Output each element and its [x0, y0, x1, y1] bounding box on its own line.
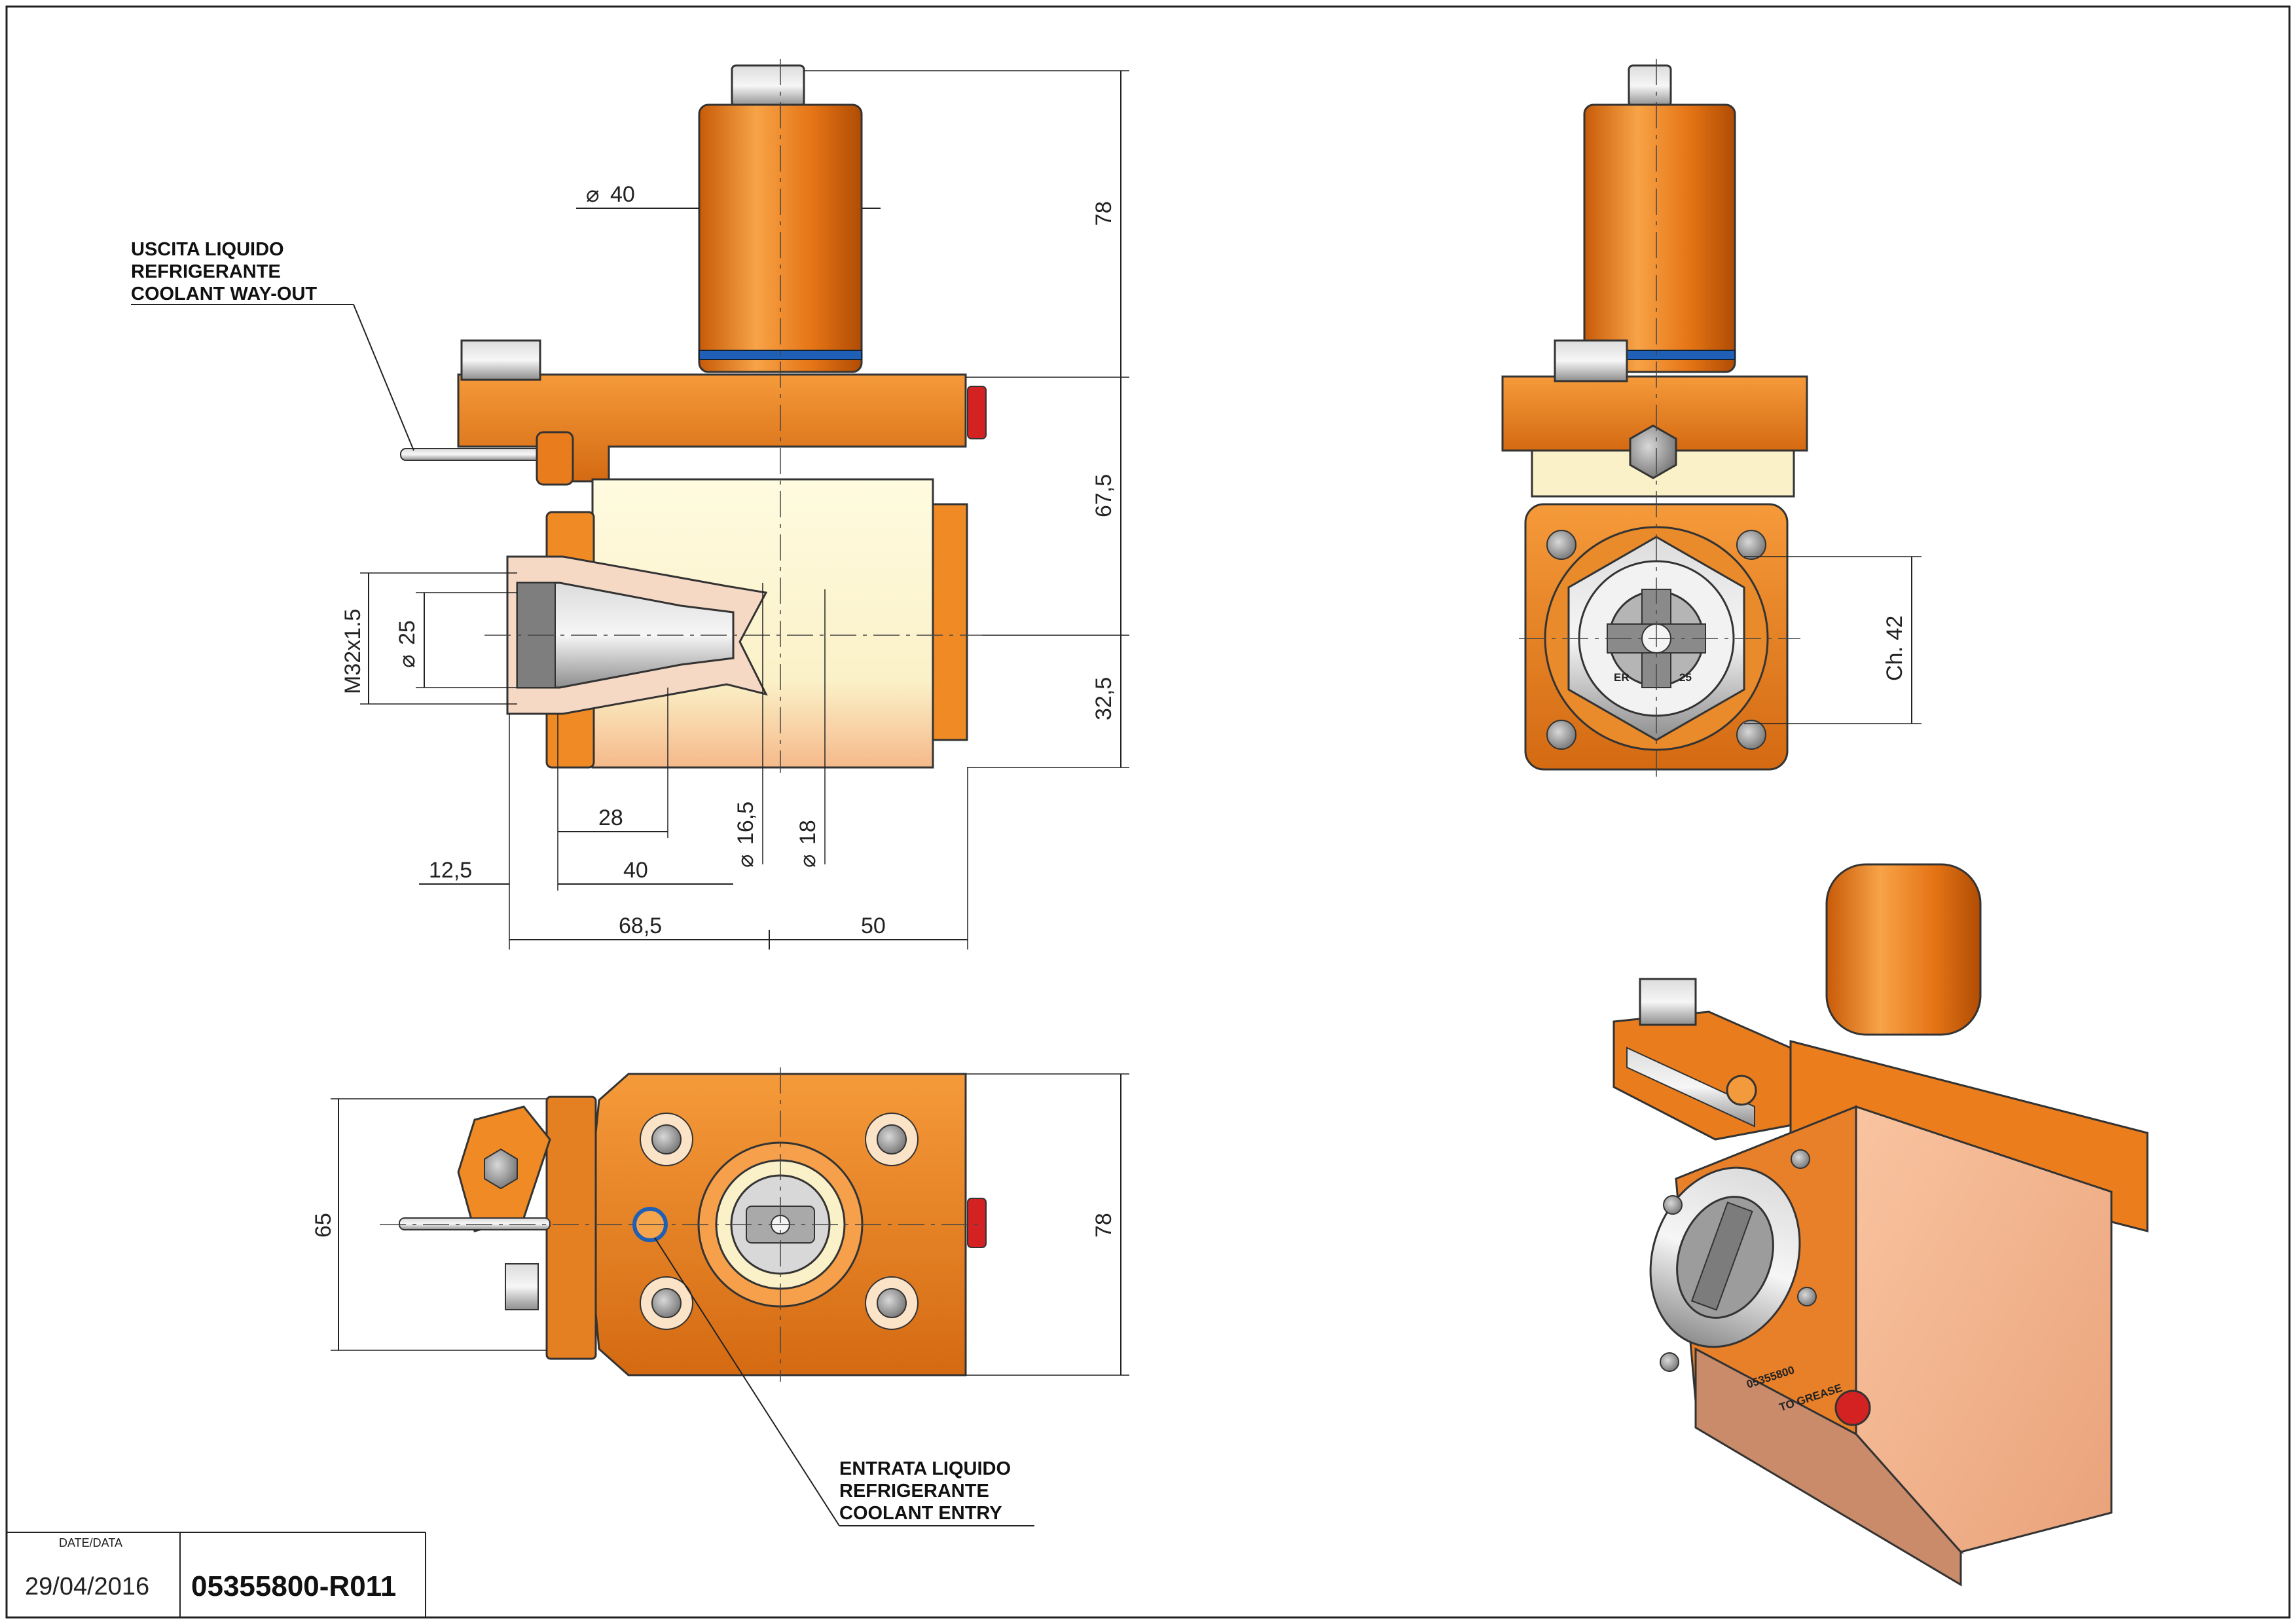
- nut-mark-25: 25: [1679, 671, 1692, 684]
- dim-67-5: 67,5: [1091, 474, 1116, 517]
- dim-dia-40: 40: [610, 182, 635, 207]
- dim-dia-40-symbol: ⌀: [586, 182, 599, 207]
- dim-dia-16-5: 16,5: [733, 802, 758, 845]
- svg-text:USCITA LIQUIDO: USCITA LIQUIDO: [131, 239, 284, 260]
- dim-78: 78: [1091, 201, 1116, 226]
- dim-65: 65: [311, 1213, 336, 1238]
- front-view: ⌀ 40 78 67,5 32,5 M32x1.5 ⌀ 25 28 40 12,…: [131, 59, 1129, 950]
- svg-text:ENTRATA LIQUIDO: ENTRATA LIQUIDO: [839, 1458, 1011, 1479]
- dim-40: 40: [623, 858, 648, 883]
- dim-68-5: 68,5: [619, 913, 662, 938]
- nut-mark-er: ER: [1614, 671, 1630, 684]
- title-block: DATE/DATA 29/04/2016 05355800-R011: [7, 1532, 426, 1617]
- dim-ch-42: Ch. 42: [1882, 616, 1907, 681]
- svg-text:COOLANT ENTRY: COOLANT ENTRY: [839, 1503, 1002, 1524]
- isometric-view: 05355800 TO GREASE: [1613, 863, 2149, 1587]
- date-label: DATE/DATA: [59, 1536, 122, 1549]
- svg-text:REFRIGERANTE: REFRIGERANTE: [131, 261, 281, 282]
- dim-50: 50: [861, 913, 886, 938]
- dim-32-5: 32,5: [1091, 677, 1116, 720]
- dim-dia-18: 18: [795, 820, 820, 845]
- dim-dia-18-symbol: ⌀: [795, 855, 820, 868]
- svg-text:REFRIGERANTE: REFRIGERANTE: [839, 1481, 989, 1502]
- dim-dia-25-symbol: ⌀: [395, 655, 420, 668]
- side-view: ER 25 Ch. 42: [1501, 59, 1922, 779]
- svg-text:COOLANT WAY-OUT: COOLANT WAY-OUT: [131, 284, 317, 304]
- dim-28: 28: [598, 805, 623, 830]
- drawing-code: 05355800-R011: [191, 1570, 396, 1602]
- dim-78-top: 78: [1091, 1213, 1116, 1238]
- dim-thread: M32x1.5: [340, 609, 365, 694]
- dim-dia-25: 25: [395, 620, 420, 645]
- note-coolant-entry: ENTRATA LIQUIDO REFRIGERANTE COOLANT ENT…: [654, 1237, 1034, 1526]
- dim-12-5: 12,5: [429, 858, 472, 883]
- dim-dia-16-5-symbol: ⌀: [733, 855, 758, 868]
- top-view: 65 78 ENTRATA LIQUIDO REFRIGERANTE COOLA…: [311, 1067, 1129, 1526]
- note-coolant-way-out: USCITA LIQUIDO REFRIGERANTE COOLANT WAY-…: [131, 239, 414, 451]
- date-value: 29/04/2016: [25, 1573, 149, 1600]
